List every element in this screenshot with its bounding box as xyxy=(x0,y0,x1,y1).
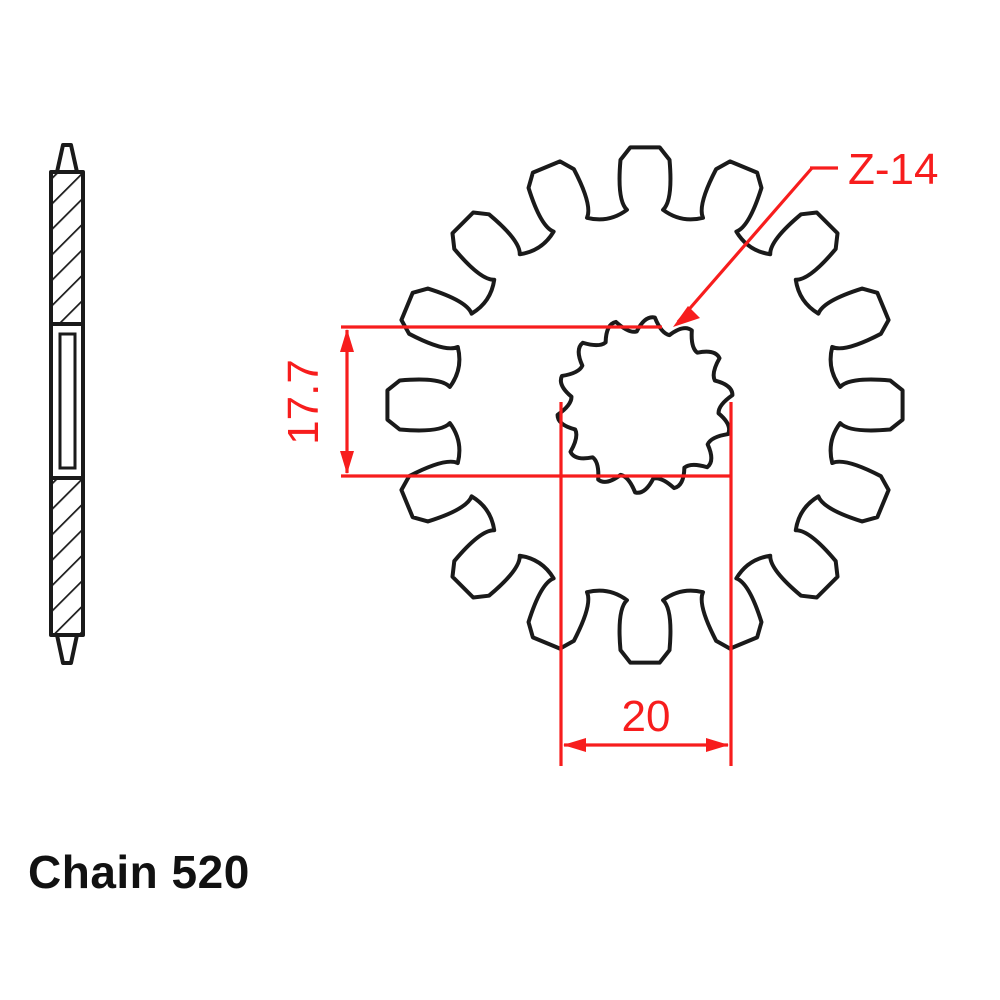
splined-bore xyxy=(555,315,735,495)
height-dim-arrow-top xyxy=(340,329,354,352)
side-view-hub-bore xyxy=(58,332,77,470)
chain-caption: Chain 520 xyxy=(28,846,250,898)
side-view-top-hatching xyxy=(51,172,83,324)
width-dimension-text: 20 xyxy=(622,692,671,741)
side-section-view xyxy=(49,143,85,665)
side-view-bottom-hatching xyxy=(51,478,83,635)
width-dim-arrow-left xyxy=(563,738,586,752)
spline-leader-line xyxy=(676,166,814,324)
dimension-annotations: 17.7 20 Z-14 xyxy=(279,145,938,766)
side-view-bottom-chamfer xyxy=(55,633,79,665)
width-dim-arrow-right xyxy=(706,738,729,752)
height-dim-arrow-bottom xyxy=(340,451,354,474)
spline-leader-arrow xyxy=(673,306,700,327)
front-view xyxy=(385,145,905,665)
height-dimension-text: 17.7 xyxy=(279,359,328,445)
spline-label-text: Z-14 xyxy=(848,145,938,194)
side-view-hub-outer xyxy=(49,322,85,480)
side-view-top-chamfer xyxy=(55,143,79,174)
